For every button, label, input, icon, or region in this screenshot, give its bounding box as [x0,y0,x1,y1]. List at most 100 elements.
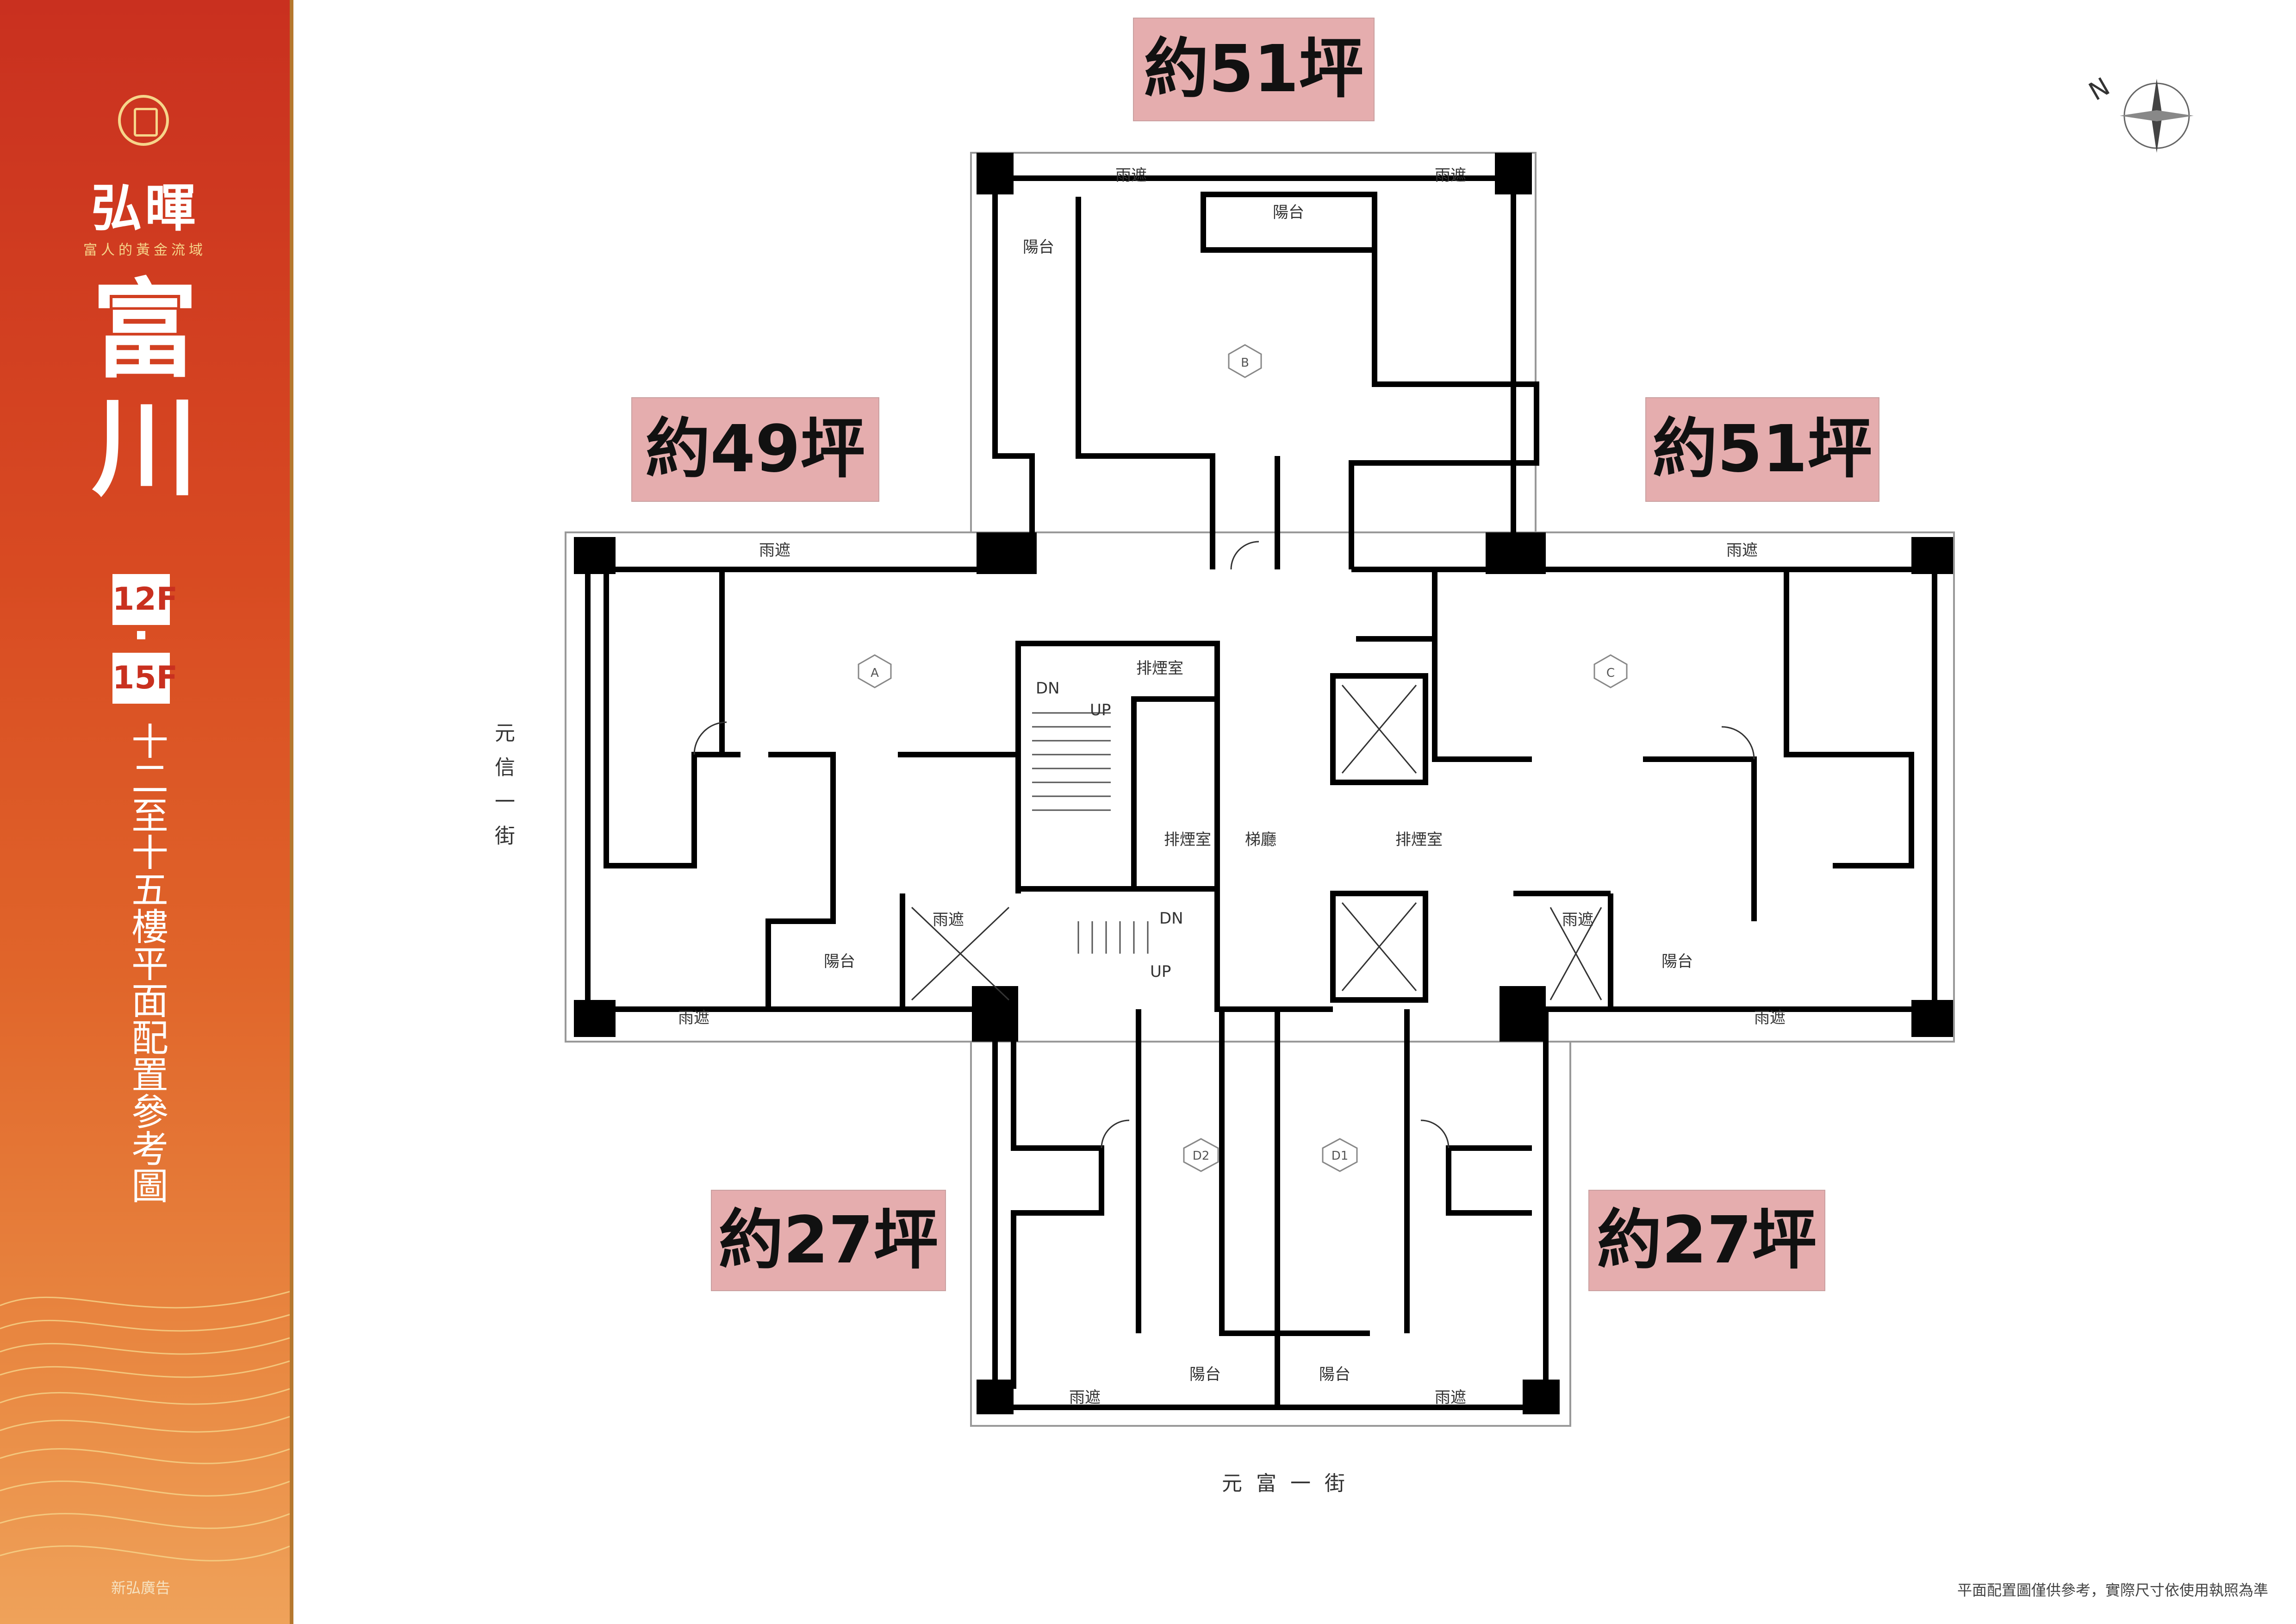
canopy-label: 雨遮 [1562,911,1593,929]
stairs-down-label: DN [1159,909,1183,928]
column-w-top [574,537,616,574]
unit-tag-b: B [1241,356,1249,370]
area-tag-unit-d2: 約27坪 [711,1190,946,1291]
wall-c-bath [1784,569,1914,868]
wall-c-west [1432,569,1532,762]
column-sw [977,1380,1014,1414]
wall-d2-bath [1011,1009,1104,1389]
sidebar: 弘暉 富人的黃金流域 富 川 12F 15F 十二至十五樓平面配置參考圖 新弘廣… [0,0,290,1624]
door-icon [1420,1119,1450,1149]
column-s-ne [1500,986,1546,1042]
compass-icon: N [2084,72,2194,153]
canopy-outline-south [970,1041,1571,1427]
wall-a-bath [604,569,740,868]
street-south-label: 元富一街 [1222,1472,1359,1495]
canopy-label: 雨遮 [1069,1388,1101,1407]
floor-to-badge: 15F [112,653,178,704]
balcony-label: 陽台 [1273,203,1304,222]
door-icon [1721,726,1755,760]
floor-range-dash [137,631,145,639]
wall-c-kitchen [1643,756,1757,921]
wall-a-outer [585,569,1009,1012]
column-ne [1495,153,1532,194]
wall-core-elevator-1 [1330,673,1428,785]
canopy-label: 雨遮 [1115,166,1147,185]
canopy-label: 雨遮 [678,1009,709,1027]
unit-tag-a: A [871,666,879,680]
column-e-top [1911,537,1953,574]
wall-a-east [898,752,1021,893]
area-tag-unit-a: 約49坪 [631,397,879,502]
smoke-room-label: 排煙室 [1136,659,1183,678]
canopy-label: 雨遮 [1435,1388,1466,1407]
balcony-label: 陽台 [824,952,855,971]
shaft-icon [1549,907,1602,1000]
canopy-label: 雨遮 [933,911,964,929]
wall-a-kitchen [765,752,836,1009]
elevator-icon [1341,902,1417,991]
wall-core-shaft [1356,636,1437,676]
decorative-waves-icon [0,1291,290,1562]
column-nw [977,153,1014,194]
wall-north-outer [995,175,1516,569]
floor-from-badge: 12F [112,574,178,625]
wall-north-balcony [1201,192,1377,253]
balcony-label: 陽台 [1189,1365,1221,1384]
disclaimer-text: 平面配置圖僅供參考，實際尺寸依使用執照為準 [1957,1581,2268,1599]
stairs-up-label: UP [1150,962,1171,981]
canopy-label: 雨遮 [1726,541,1758,560]
wall-north-inner-east [1349,194,1539,569]
unit-tag-d2: D2 [1193,1149,1210,1163]
ad-agency-note: 新弘廣告 [111,1579,171,1597]
lobby-label: 梯廳 [1245,831,1276,849]
door-icon [693,721,727,755]
canopy-outline-north [970,152,1537,533]
column-se [1523,1380,1560,1414]
column-w-bottom [574,1000,616,1037]
area-tag-unit-d1: 約27坪 [1588,1190,1825,1291]
column-e-bottom [1911,1000,1953,1037]
wall-north-west [992,178,1035,569]
wall-d-divider [1219,1009,1370,1336]
unit-tag-d1: D1 [1332,1149,1349,1163]
column-n-se [1486,532,1546,574]
stairs-lower [1077,921,1149,954]
stairs-upper [1032,712,1111,811]
shaft-icon [911,906,1010,1001]
smoke-room-label: 排煙室 [1395,831,1443,849]
wall-c-outer [1351,567,1937,1012]
smoke-room-label: 排煙室 [1164,831,1211,849]
street-west-label: 元信一街 [491,722,515,859]
canopy-outline-center [565,531,1955,1043]
canopy-label: 雨遮 [1435,166,1466,185]
balcony-label: 陽台 [1661,952,1693,971]
unit-marker [1322,1138,1358,1172]
compass-north-label: N [2084,72,2115,106]
balcony-label: 陽台 [1319,1365,1350,1384]
plan-title: 十二至十五樓平面配置參考圖 [125,722,168,1204]
sidebar-border [290,0,293,1624]
area-tag-unit-b: 約51坪 [1133,18,1375,121]
wall-north-inner-west [1076,197,1215,569]
brand-logo-icon [118,95,169,146]
brand-name: 弘暉 [91,179,199,238]
project-name-line2: 川 [91,387,198,511]
wall-core-south [1214,889,1333,1012]
wall-core-elevator-2 [1330,891,1428,1003]
column-s-nw [972,986,1018,1042]
canopy-label: 雨遮 [759,541,790,560]
column-n-sw [977,532,1037,574]
unit-marker [1183,1138,1219,1172]
wall-core-shafts [1131,696,1220,892]
unit-marker [1228,344,1262,378]
stairs-down-label: DN [1036,679,1060,698]
project-name-line1: 富 [91,269,198,393]
brand-slogan: 富人的黃金流域 [83,242,206,258]
balcony-label: 陽台 [1023,238,1054,256]
elevator-icon [1341,685,1417,774]
wall-d1-bath [1446,1145,1532,1216]
unit-tag-c: C [1606,666,1615,680]
stairs-up-label: UP [1090,701,1111,719]
unit-marker [1593,654,1628,688]
